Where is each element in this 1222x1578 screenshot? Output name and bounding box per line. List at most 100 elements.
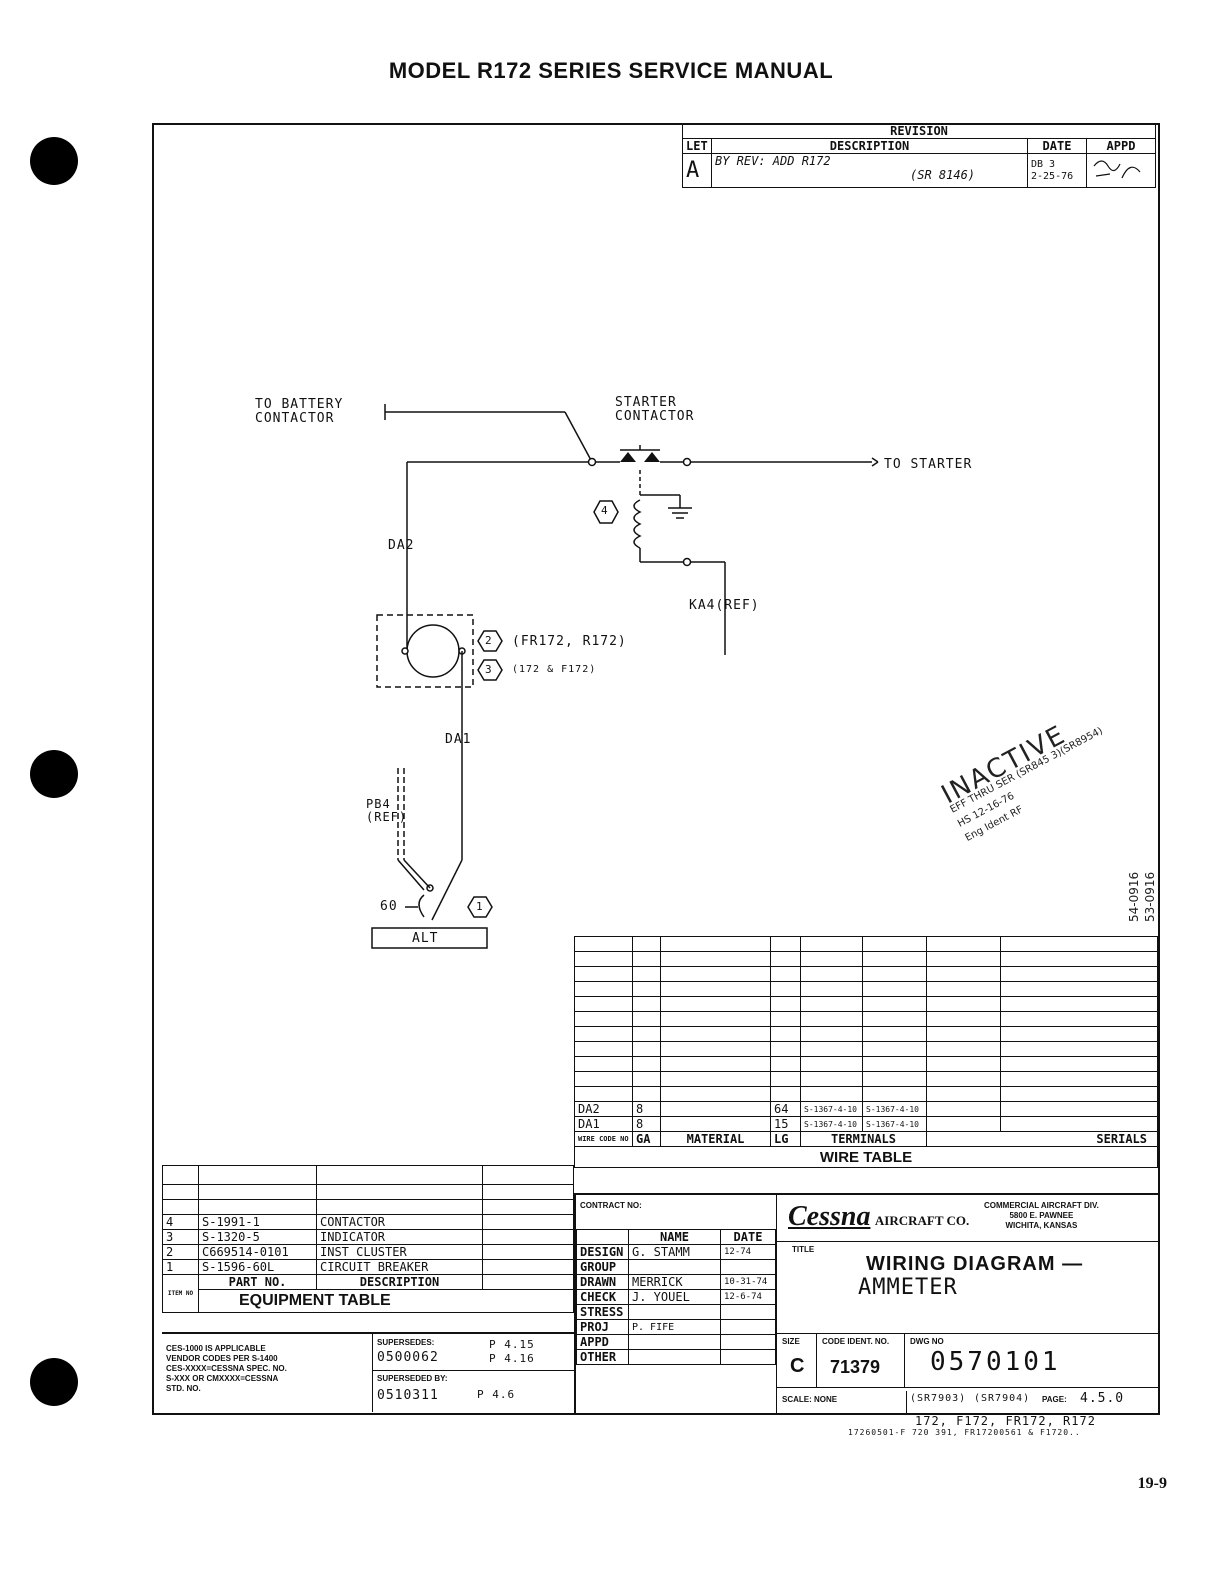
drawing-frame: [152, 123, 1160, 1415]
drawing-title-2: AMMETER: [858, 1275, 958, 1300]
equipment-row: 4 S-1991-1 CONTACTOR: [162, 1214, 574, 1230]
row-name: [628, 1304, 721, 1320]
wire-header-material: MATERIAL: [660, 1131, 771, 1147]
starter-contactor-label: STARTER CONTACTOR: [615, 396, 694, 424]
revision-date: DB 3 2-25-76: [1027, 153, 1087, 188]
wire-code: DA2: [574, 1101, 633, 1117]
contract-label: CONTRACT NO:: [580, 1201, 642, 1210]
wire-lg: 15: [770, 1116, 801, 1132]
inactive-side-serials: 54-0916 53-0916: [1126, 872, 1158, 922]
equipment-table-title: EQUIPMENT TABLE: [198, 1289, 574, 1313]
revision-let: A: [682, 153, 712, 188]
page-label: PAGE:: [1042, 1395, 1067, 1404]
binder-hole-bottom: [30, 1358, 78, 1406]
supersedes-page-2: P 4.16: [489, 1352, 535, 1365]
row-label: STRESS: [576, 1304, 629, 1320]
revision-description: BY REV: ADD R172 (SR 8146): [711, 153, 1028, 188]
wire-table-header: WIRE CODE NO GA MATERIAL LG TERMINALS SE…: [574, 1131, 1158, 1147]
row-label: CHECK: [576, 1289, 629, 1305]
equipment-col-desc: DESCRIPTION: [316, 1274, 483, 1290]
wire-code: DA1: [574, 1116, 633, 1132]
revision-sr: (SR 8146): [910, 168, 976, 182]
size-label: SIZE: [782, 1337, 800, 1346]
title-label: TITLE: [792, 1245, 815, 1254]
wire-header-terminals: TERMINALS: [800, 1131, 927, 1147]
scale-label: SCALE: NONE: [782, 1395, 838, 1404]
cessna-wordmark: Cessna: [788, 1201, 871, 1232]
binder-hole-middle: [30, 750, 78, 798]
sr-1: (SR7903): [910, 1393, 967, 1404]
wire-lg: 64: [770, 1101, 801, 1117]
division-address: COMMERCIAL AIRCRAFT DIV. 5800 E. PAWNEE …: [984, 1201, 1099, 1231]
side-serial-2: 53-0916: [1143, 871, 1157, 922]
starter-contactor-line2: CONTACTOR: [615, 409, 695, 424]
pb4-label: PB4 (REF): [366, 798, 407, 824]
code-ident-label: CODE IDENT. NO.: [822, 1337, 890, 1346]
row-name: G. STAMM: [628, 1244, 721, 1260]
revision-appd-signature: [1086, 153, 1156, 188]
ces-notes: CES-1000 IS APPLICABLE VENDOR CODES PER …: [166, 1344, 287, 1394]
item-2-note: (FR172, R172): [512, 634, 627, 649]
sixty-label: 60: [380, 899, 398, 914]
equipment-desc: CONTACTOR: [316, 1214, 483, 1230]
item-3-number: 3: [485, 663, 493, 676]
superseded-by-number: 0510311: [377, 1388, 439, 1403]
row-date: [720, 1334, 776, 1350]
ka4-label: KA4(REF): [689, 598, 760, 613]
da2-label: DA2: [388, 538, 415, 553]
signature-row: STRESS: [576, 1304, 776, 1320]
wire-terminal-1: S-1367-4-10: [800, 1101, 863, 1117]
wire-header-lg: LG: [770, 1131, 801, 1147]
equipment-item: 2: [162, 1244, 199, 1260]
ces-note-line: STD. NO.: [166, 1384, 201, 1393]
row-label: DESIGN: [576, 1244, 629, 1260]
supersedes-box: SUPERSEDES: 0500062 P 4.15 P 4.16 SUPERS…: [372, 1334, 575, 1412]
equipment-part: S-1596-60L: [198, 1259, 317, 1275]
equipment-part: S-1320-5: [198, 1229, 317, 1245]
item-2-number: 2: [485, 634, 493, 647]
revision-description-text: BY REV: ADD R172: [715, 154, 831, 169]
wire-ga: 8: [632, 1116, 661, 1132]
size-value: C: [790, 1355, 805, 1377]
revision-date-value: 2-25-76: [1031, 170, 1074, 182]
row-name: [628, 1349, 721, 1365]
wire-row-da1: DA1 8 15 S-1367-4-10 S-1367-4-10: [574, 1116, 1158, 1132]
wire-header-serials: SERIALS: [926, 1131, 1158, 1147]
item-1-number: 1: [476, 900, 484, 913]
alt-label: ALT: [412, 931, 439, 946]
da1-label: DA1: [445, 732, 472, 747]
row-label: GROUP: [576, 1259, 629, 1275]
equipment-row: 2 C669514-0101 INST CLUSTER: [162, 1244, 574, 1260]
revision-col-date: DATE: [1027, 138, 1087, 154]
equipment-part: C669514-0101: [198, 1244, 317, 1260]
wire-row-da2: DA2 8 64 S-1367-4-10 S-1367-4-10: [574, 1101, 1158, 1117]
footer-models-sub: 17260501-F 720 391, FR17200561 & F1720..: [848, 1428, 1081, 1437]
col-date: DATE: [720, 1229, 776, 1245]
ces-note-line: VENDOR CODES PER S-1400: [166, 1354, 278, 1363]
ces-note-line: S-XXX OR CMXXXX=CESSNA: [166, 1374, 279, 1383]
equipment-row: 3 S-1320-5 INDICATOR: [162, 1229, 574, 1245]
notes-block: CES-1000 IS APPLICABLE VENDOR CODES PER …: [162, 1332, 575, 1412]
signature-row: APPD: [576, 1334, 776, 1350]
row-name: P. FIFE: [628, 1319, 721, 1335]
equipment-desc: CIRCUIT BREAKER: [316, 1259, 483, 1275]
revision-col-let: LET: [682, 138, 712, 154]
row-date: 10-31-74: [720, 1274, 776, 1290]
equipment-desc: INDICATOR: [316, 1229, 483, 1245]
to-battery-line2: CONTACTOR: [255, 411, 335, 426]
wire-material: [660, 1101, 771, 1117]
to-battery-label: TO BATTERY CONTACTOR: [255, 398, 343, 426]
supersedes-label: SUPERSEDES:: [377, 1338, 435, 1347]
row-date: [720, 1259, 776, 1275]
item-no-label: ITEM NO: [162, 1274, 199, 1313]
row-date: [720, 1319, 776, 1335]
wire-terminal-1: S-1367-4-10: [800, 1116, 863, 1132]
equipment-item: 4: [162, 1214, 199, 1230]
code-ident-value: 71379: [830, 1357, 881, 1377]
sr-2: (SR7904): [974, 1393, 1031, 1404]
signature-row: GROUP: [576, 1259, 776, 1275]
division-line: COMMERCIAL AIRCRAFT DIV.: [984, 1201, 1099, 1210]
wire-header-code: WIRE CODE NO: [574, 1131, 633, 1147]
